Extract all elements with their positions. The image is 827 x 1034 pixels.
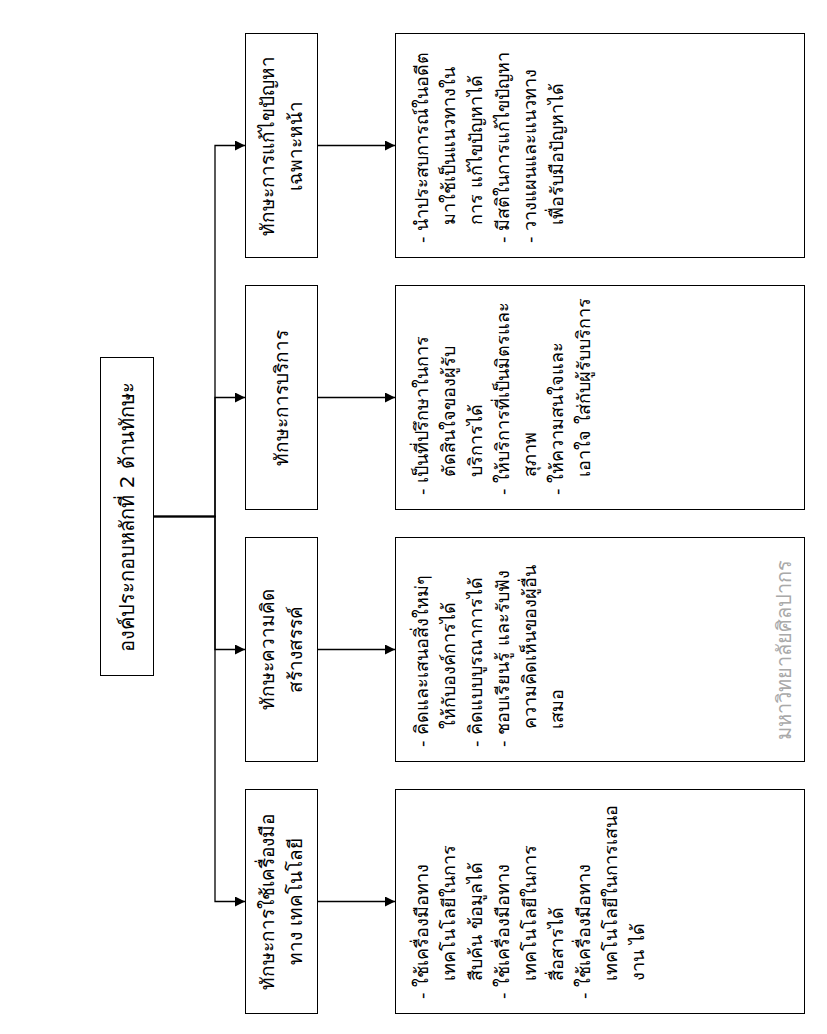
root-box: องค์ประกอบหลักที่ 2 ด้านทักษะ — [100, 357, 154, 676]
category-title: ทักษะความคิดสร้างสรรค์ — [254, 548, 309, 751]
bullet-item: - ชอบเรียนรู้ และรับฟัง ความคิดเห็นของผู… — [489, 550, 570, 747]
watermark-text: มหาวิทยาลัยศิลปากร — [768, 537, 800, 762]
category-box: ทักษะการใช้เครื่องมือทาง เทคโนโลยี — [245, 789, 318, 1014]
bullet-item: - คิดและเสนอสิ่งใหม่ๆ ให้กับองค์การได้ — [408, 550, 462, 747]
connector-arrow — [318, 901, 395, 902]
connector-arrow — [154, 398, 245, 517]
connector-arrow — [154, 517, 245, 650]
category-box: ทักษะการบริการ — [245, 285, 318, 510]
detail-box: - เป็นที่ปรึกษาในการ ตัดสินใจของผู้รับบร… — [395, 285, 805, 510]
detail-box: - ใช้เครื่องมือทาง เทคโนโลยีในการสืบค้น … — [395, 789, 805, 1014]
connector-arrow — [318, 649, 395, 650]
bullet-item: - ให้ความสนใจและเอาใจ ใส่กับผู้รับบริการ — [543, 298, 597, 495]
bullet-item: - ใช้เครื่องมือทาง เทคโนโลยีในการสืบค้น … — [408, 802, 489, 999]
bullet-item: - นำประสบการณ์ในอดีต มาใช้เป็นแนวทางในกา… — [408, 46, 489, 243]
connector-arrow — [318, 145, 395, 146]
bullet-item: - ให้บริการที่เป็นมิตรและ สุภาพ — [489, 298, 543, 495]
category-box: ทักษะความคิดสร้างสรรค์ — [245, 537, 318, 762]
root-title: องค์ประกอบหลักที่ 2 ด้านทักษะ — [111, 382, 143, 651]
bullet-item: - ใช้เครื่องมือทาง เทคโนโลยีในการสื่อสาร… — [489, 802, 570, 999]
bullet-item: - ใช้เครื่องมือทาง เทคโนโลยีในการเสนองาน… — [570, 802, 651, 999]
category-box: ทักษะการแก้ไขปัญหา เฉพาะหน้า — [245, 33, 318, 258]
bullet-item: - คิดแบบบูรณาการได้ — [462, 550, 489, 747]
detail-box: - คิดและเสนอสิ่งใหม่ๆ ให้กับองค์การได้- … — [395, 537, 805, 762]
bullet-item: - วางแผนและแนวทาง เพื่อรับมือปัญหาได้ — [516, 46, 570, 243]
detail-box: - นำประสบการณ์ในอดีต มาใช้เป็นแนวทางในกา… — [395, 33, 805, 258]
category-title: ทักษะการแก้ไขปัญหา เฉพาะหน้า — [254, 44, 309, 247]
bullet-item: - มีสติในการแก้ไขปัญหา — [489, 46, 516, 243]
bullet-item: - เป็นที่ปรึกษาในการ ตัดสินใจของผู้รับบร… — [408, 298, 489, 495]
connector-arrow — [318, 397, 395, 398]
category-title: ทักษะการใช้เครื่องมือทาง เทคโนโลยี — [254, 800, 309, 1003]
connector-arrow — [154, 146, 245, 517]
connector-arrow — [154, 517, 245, 902]
category-title: ทักษะการบริการ — [268, 296, 296, 499]
